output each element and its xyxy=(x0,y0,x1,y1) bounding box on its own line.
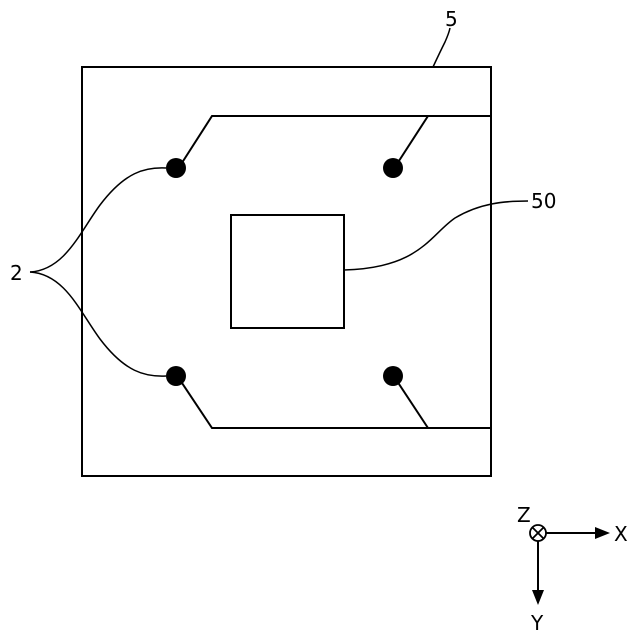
terminal-dot-top-right xyxy=(383,158,403,178)
leader-line-2-lower xyxy=(30,272,166,376)
top-right-branch xyxy=(395,116,428,167)
x-axis-arrow-icon xyxy=(595,527,610,539)
axis-label-z: Z xyxy=(517,503,531,527)
center-element xyxy=(231,215,344,328)
y-axis-arrow-icon xyxy=(532,590,544,605)
leader-line-50 xyxy=(344,201,528,270)
top-wiring-line xyxy=(178,116,491,169)
leader-line-5 xyxy=(433,28,450,67)
axis-label-x: X xyxy=(614,522,628,546)
bottom-right-branch xyxy=(395,378,428,428)
leader-line-2-upper xyxy=(30,168,166,272)
bottom-wiring-line xyxy=(178,377,491,428)
substrate-outline xyxy=(82,67,491,476)
label-50: 50 xyxy=(531,189,556,213)
terminal-dot-bottom-right xyxy=(383,366,403,386)
terminal-dot-bottom-left xyxy=(166,366,186,386)
label-2: 2 xyxy=(10,261,23,285)
terminal-dot-top-left xyxy=(166,158,186,178)
axis-label-y: Y xyxy=(530,611,544,635)
axis-indicator: Z X Y xyxy=(517,503,628,635)
label-5: 5 xyxy=(445,7,458,31)
